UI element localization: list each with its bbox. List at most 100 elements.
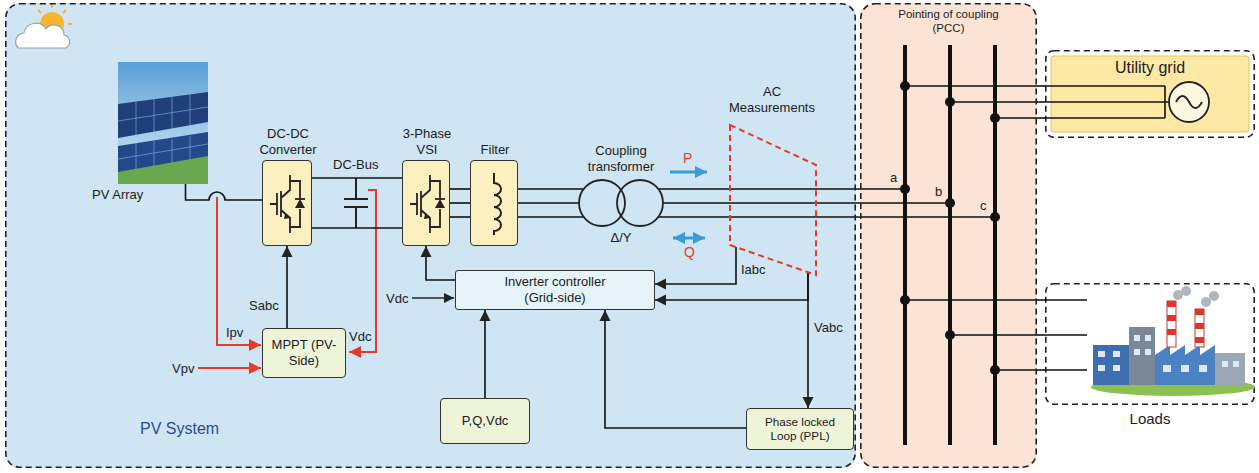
layout-shape [198, 367, 261, 369]
signal-label: Ipv [226, 325, 243, 341]
connector [426, 246, 455, 280]
layout-shape [990, 113, 1000, 123]
load-box-part [1167, 301, 1176, 307]
connector-line [1037, 101, 1045, 103]
load-box-part [1134, 349, 1140, 355]
connector-line [450, 202, 470, 204]
load-box-part [1167, 301, 1204, 343]
connector-line [484, 310, 486, 398]
pv-array-part [118, 92, 208, 138]
pv-array-part [118, 94, 208, 169]
signal-label: a [890, 170, 897, 186]
heading-label: PV System [140, 419, 300, 438]
connector-line [1037, 369, 1045, 371]
load-box-part [1045, 300, 1087, 370]
heading-label: PV Array [92, 187, 182, 203]
pv-array-part [118, 62, 208, 184]
load-box-part [1195, 309, 1204, 347]
connector [518, 189, 584, 217]
connector [655, 247, 736, 284]
mppt-box: MPPT (PV-Side) [262, 328, 346, 378]
connector [605, 310, 746, 428]
load-box: Loads [1045, 283, 1255, 405]
system-region: PV SystemPV ArrayDC-DC Converter3-Phase … [5, 3, 856, 468]
load-box-art [1045, 283, 1255, 405]
connector [287, 246, 288, 328]
signal-label: P [683, 150, 692, 167]
signal-label: b [935, 184, 942, 200]
heading-label: 3-Phase VSI [392, 126, 462, 157]
connector-line [450, 216, 470, 218]
connector [808, 272, 809, 408]
inverter-box-part [410, 175, 445, 233]
signal-label: Q [684, 244, 695, 261]
connector-line [605, 310, 746, 428]
layout-shape [900, 184, 910, 194]
layout-shape [349, 190, 376, 352]
grid-box-part [1176, 96, 1202, 108]
inverter-box-part [424, 214, 430, 219]
pv-system-ground [5, 3, 856, 468]
grid-box: Utility grid [1045, 50, 1255, 138]
signal-label: Vdc [349, 329, 371, 345]
inverter-box: 3-Phase VSI [402, 160, 450, 246]
connector [312, 178, 402, 228]
load-box-part [1167, 301, 1176, 347]
pcc-region-art [860, 3, 1037, 468]
connector-line [655, 272, 808, 300]
load-box-part [1181, 365, 1189, 372]
connector-line [1037, 117, 1045, 119]
pv-array-art [118, 62, 208, 184]
heading-label: Loads [1045, 410, 1255, 428]
load-box-part [1167, 329, 1176, 335]
cloud-icon [16, 23, 70, 48]
connector-line [807, 272, 809, 408]
converter-box-part [295, 199, 305, 208]
converter-box-part [270, 175, 300, 233]
edge-label: Iabc [741, 262, 766, 278]
grid-box-part [1051, 56, 1249, 132]
connector-line [1037, 299, 1045, 301]
load-box-part [1167, 315, 1176, 321]
pcc-region: Pointing of coupling (PCC) [860, 3, 1037, 468]
load-box-part [1222, 361, 1228, 367]
connector-line [663, 202, 860, 204]
pcc-region-part [861, 4, 1036, 467]
load-box-part [1098, 351, 1105, 357]
signal-arrow [412, 297, 454, 299]
load-box-part [1195, 309, 1204, 315]
system-region-part [6, 4, 855, 467]
connector-line [1037, 85, 1045, 87]
grid-box-part [1046, 51, 1254, 137]
load-box-part [1113, 365, 1120, 371]
layout-shape [945, 97, 955, 107]
load-box-part [1145, 335, 1151, 341]
sense-wire [198, 190, 376, 368]
signal-label: c [980, 198, 987, 214]
load-box-part [1093, 345, 1129, 385]
load-box-part [1129, 327, 1155, 385]
connector [1037, 86, 1045, 118]
load-box-part [1173, 286, 1219, 307]
layout-shape [905, 300, 1037, 370]
heading-label: Pointing of coupling (PCC) [886, 8, 1011, 36]
load-box-part [1163, 365, 1171, 372]
load-box-part [1046, 284, 1254, 404]
connector-line [658, 188, 860, 190]
pv-array: PV Array [118, 62, 208, 184]
grid-box-part [1045, 86, 1169, 118]
connector-line [450, 188, 470, 190]
connector-line [312, 177, 402, 179]
box-label: MPPT (PV-Side) [267, 337, 341, 368]
connector [1037, 300, 1045, 370]
load-box-part [1181, 286, 1191, 296]
pv-array-part [118, 132, 208, 172]
grid-box-part [1169, 82, 1209, 122]
pv-array-part [118, 94, 208, 169]
power-arrow [673, 237, 705, 240]
inverter-box-part [435, 199, 445, 208]
filter-box-part [494, 173, 501, 235]
layout-shape [945, 198, 955, 208]
